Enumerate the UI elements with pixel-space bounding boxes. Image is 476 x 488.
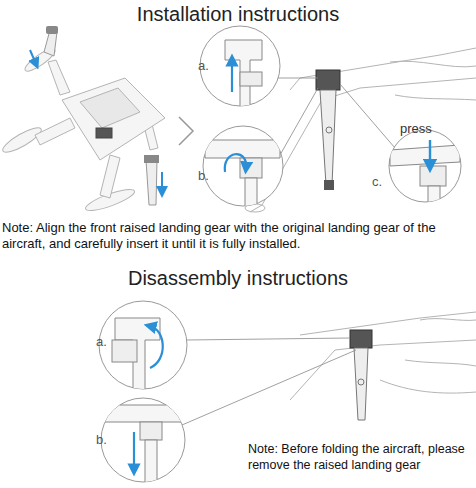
step-label: a. <box>96 334 116 350</box>
step-label: b. <box>96 432 116 448</box>
step-label: c. <box>372 174 392 190</box>
detail-circle <box>101 398 185 485</box>
landing-gear-part <box>316 70 340 190</box>
landing-gear-part <box>350 330 372 420</box>
note-text: Note: Align the front raised landing gea… <box>2 220 474 253</box>
section-heading: Disassembly instructions <box>0 266 476 291</box>
section-heading: Installation instructions <box>0 2 476 27</box>
note-text: Note: Before folding the aircraft, pleas… <box>248 442 476 473</box>
next-chevron <box>179 117 193 145</box>
detail-circle <box>200 26 280 110</box>
detail-circle <box>203 126 283 208</box>
action-label: press <box>400 121 450 137</box>
detail-circle <box>389 130 461 206</box>
direction-arrow <box>30 50 162 192</box>
detail-circle <box>99 301 187 400</box>
drone-drawing <box>0 46 165 215</box>
leader-line <box>278 78 395 155</box>
arm-drawing <box>290 312 476 400</box>
leader-line <box>182 338 356 425</box>
step-label: a. <box>198 58 218 74</box>
landing-gear-part <box>44 26 159 205</box>
step-label: b. <box>198 168 218 184</box>
